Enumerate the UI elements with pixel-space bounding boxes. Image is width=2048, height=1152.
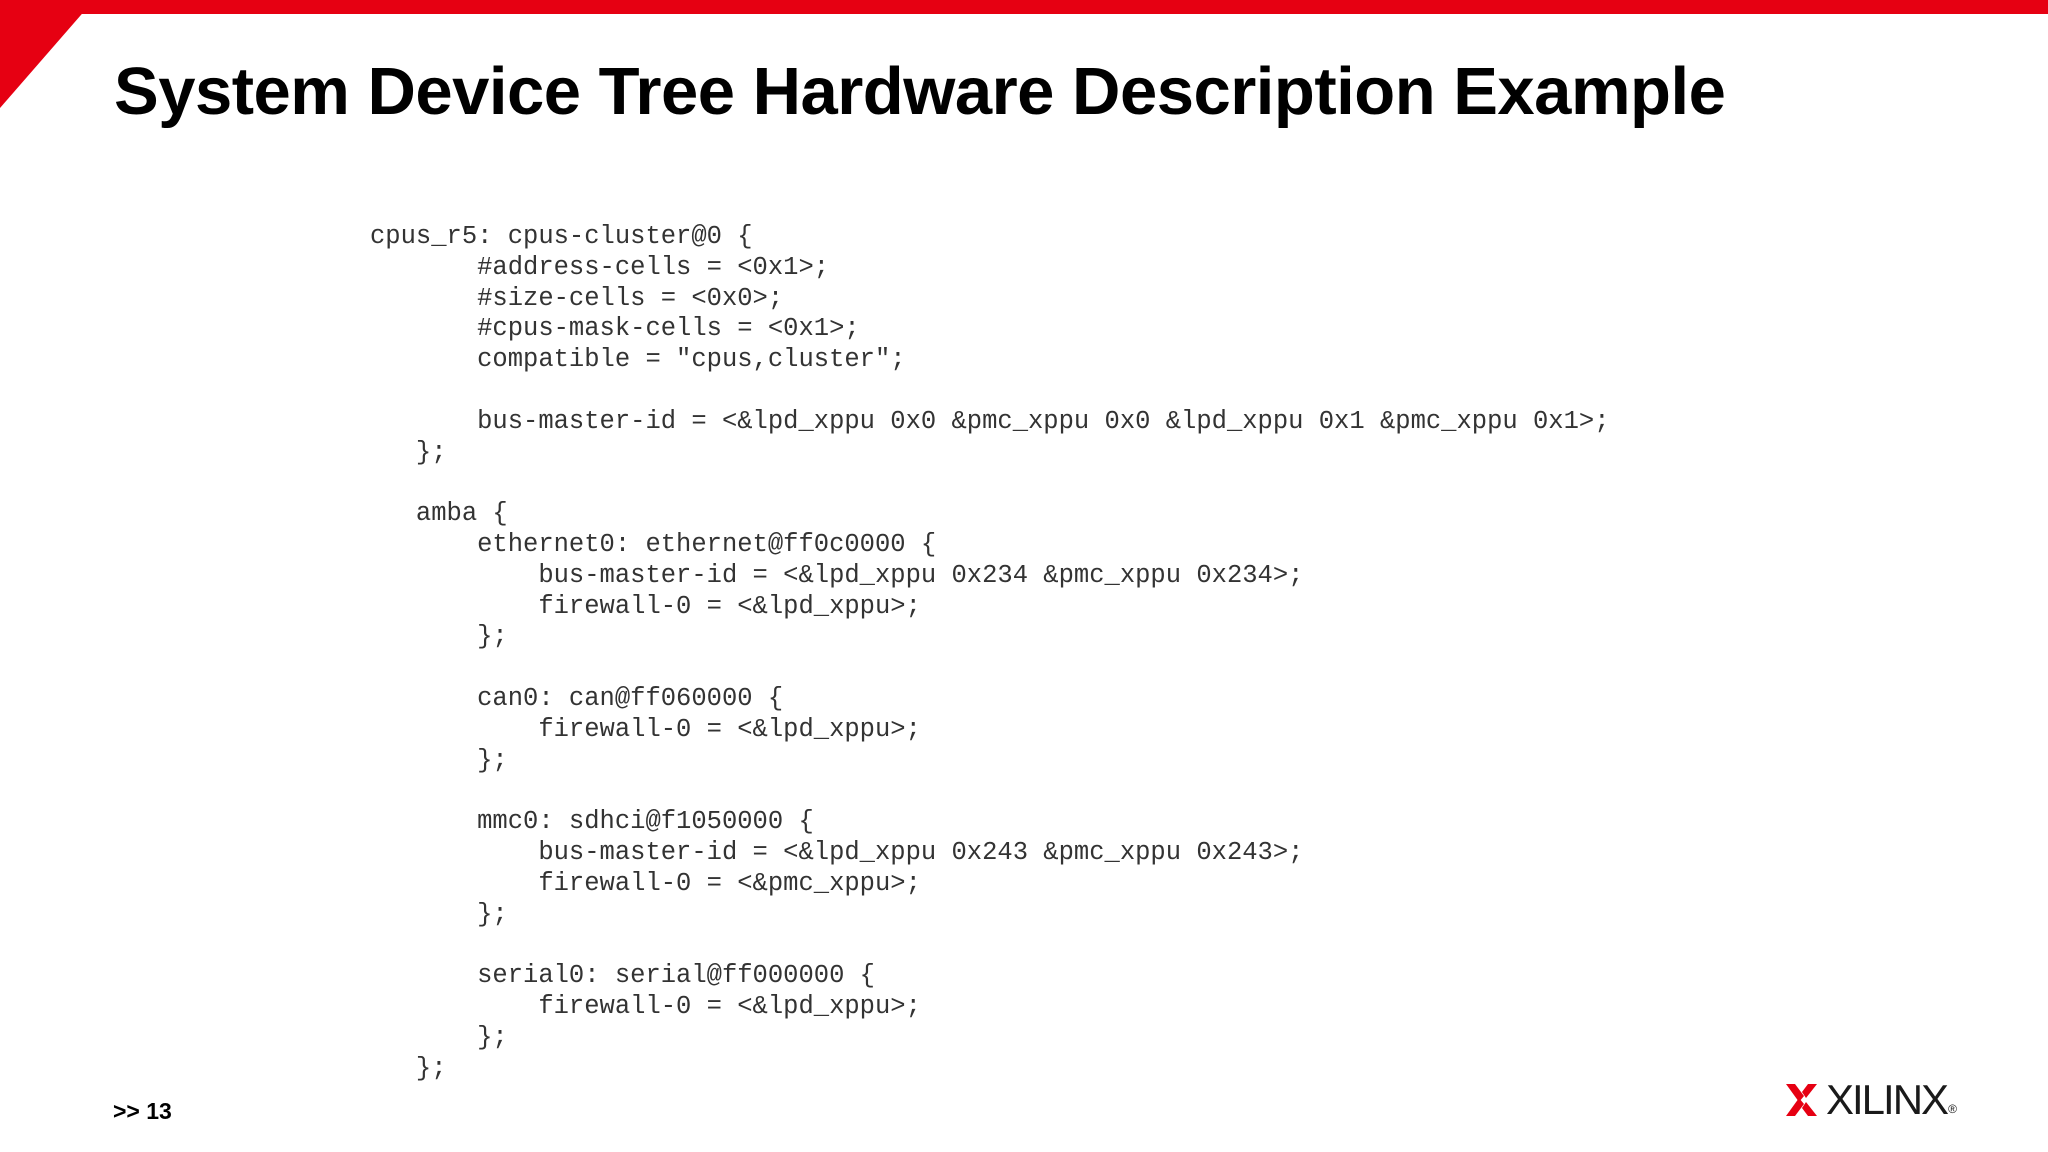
slide-title: System Device Tree Hardware Description … xyxy=(114,54,1726,129)
code-line: firewall-0 = <&lpd_xppu>; xyxy=(370,591,921,621)
page-number: >> 13 xyxy=(113,1098,172,1124)
code-line: compatible = "cpus,cluster"; xyxy=(370,345,906,375)
code-line xyxy=(370,468,1610,499)
xilinx-x-icon xyxy=(1786,1084,1817,1116)
code-line xyxy=(370,653,1610,684)
xilinx-logo: XILINX ® xyxy=(1784,1074,1957,1126)
code-line: }; xyxy=(370,1022,508,1052)
registered-mark: ® xyxy=(1948,1102,1957,1116)
code-line: }; xyxy=(370,1053,447,1083)
code-line: firewall-0 = <&lpd_xppu>; xyxy=(370,991,921,1021)
code-line xyxy=(370,930,1610,961)
code-line: }; xyxy=(370,745,508,775)
code-line: serial0: serial@ff000000 { xyxy=(370,961,875,991)
code-line: bus-master-id = <&lpd_xppu 0x0 &pmc_xppu… xyxy=(370,406,1610,436)
code-line: cpus_r5: cpus-cluster@0 { xyxy=(370,222,753,251)
device-tree-code-block: cpus_r5: cpus-cluster@0 { #address-cells… xyxy=(370,222,1610,1084)
top-accent-bar xyxy=(0,0,2048,14)
code-line: mmc0: sdhci@f1050000 { xyxy=(370,807,814,837)
code-line: firewall-0 = <&pmc_xppu>; xyxy=(370,868,921,898)
code-line: #address-cells = <0x1>; xyxy=(370,252,830,282)
code-line: }; xyxy=(370,437,447,467)
logo-wordmark: XILINX xyxy=(1826,1076,1949,1123)
code-line: }; xyxy=(370,899,508,929)
code-line: amba { xyxy=(370,499,508,529)
code-line: ethernet0: ethernet@ff0c0000 { xyxy=(370,529,937,559)
code-line: #size-cells = <0x0>; xyxy=(370,283,784,313)
code-line: can0: can@ff060000 { xyxy=(370,683,784,713)
corner-triangle-mark xyxy=(0,0,94,108)
code-line: #cpus-mask-cells = <0x1>; xyxy=(370,314,860,344)
code-line xyxy=(370,376,1610,407)
code-line xyxy=(370,776,1610,807)
code-line: bus-master-id = <&lpd_xppu 0x243 &pmc_xp… xyxy=(370,837,1304,867)
code-line: }; xyxy=(370,622,508,652)
code-line: bus-master-id = <&lpd_xppu 0x234 &pmc_xp… xyxy=(370,560,1304,590)
code-line: firewall-0 = <&lpd_xppu>; xyxy=(370,714,921,744)
